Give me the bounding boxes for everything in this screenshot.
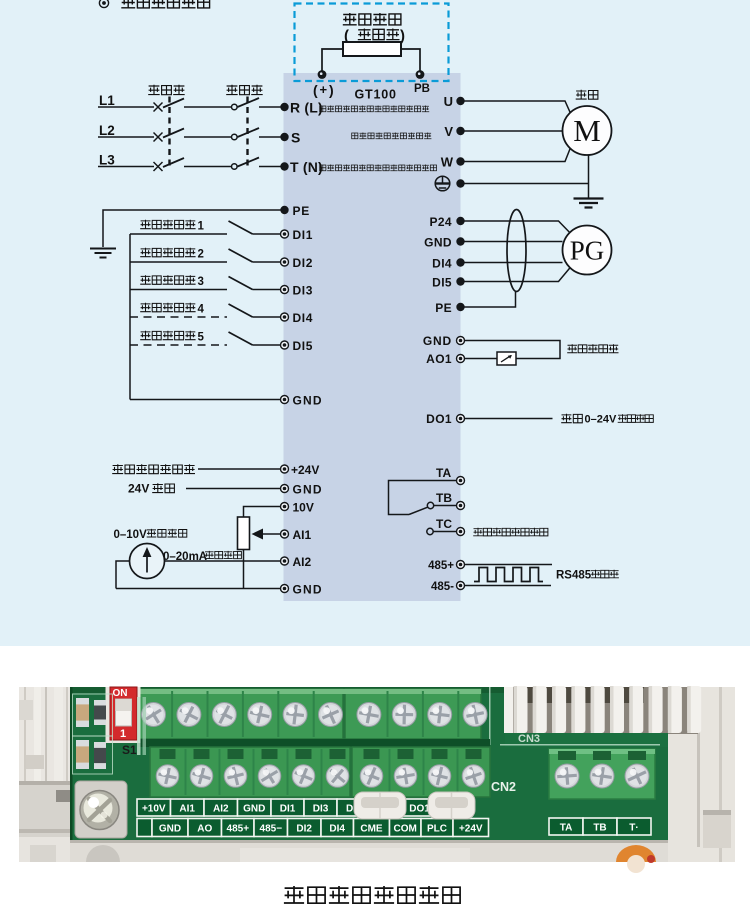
svg-text:TB: TB (436, 491, 452, 505)
svg-text:5: 5 (198, 332, 205, 344)
svg-text:DO1: DO1 (426, 412, 452, 426)
svg-text:485-: 485- (431, 581, 454, 593)
svg-text:DO1: DO1 (409, 803, 430, 814)
svg-text:M: M (573, 113, 601, 148)
svg-text:TA: TA (560, 822, 573, 833)
svg-text:CN3: CN3 (518, 733, 540, 745)
svg-text:DI3: DI3 (313, 803, 329, 814)
svg-text:2: 2 (198, 249, 204, 261)
svg-text:GND: GND (293, 393, 323, 407)
svg-text:0–20mA: 0–20mA (163, 551, 207, 563)
svg-text:485−: 485− (260, 823, 283, 834)
svg-text:485+: 485+ (227, 823, 250, 834)
svg-text:AI2: AI2 (293, 555, 312, 569)
svg-text:GND: GND (423, 334, 452, 348)
svg-text:DI2: DI2 (296, 823, 312, 834)
svg-text:L3: L3 (99, 153, 115, 168)
svg-text:GND: GND (293, 482, 323, 496)
svg-text:4: 4 (198, 304, 205, 316)
svg-text:S1: S1 (122, 743, 137, 757)
svg-text:V: V (444, 124, 453, 139)
svg-text:PE: PE (293, 204, 311, 218)
svg-text:W: W (441, 155, 454, 170)
svg-text:1: 1 (198, 221, 205, 233)
svg-text:PB: PB (414, 83, 430, 95)
svg-text:TC: TC (436, 517, 452, 531)
svg-text:DI4: DI4 (329, 823, 345, 834)
svg-text:TB: TB (593, 822, 606, 833)
svg-text:TA: TA (436, 466, 451, 480)
svg-text:COM: COM (394, 823, 417, 834)
svg-text:CME: CME (360, 823, 383, 834)
svg-text:3: 3 (198, 276, 204, 288)
svg-text:CN2: CN2 (491, 780, 516, 794)
svg-text:DI4: DI4 (293, 311, 313, 325)
svg-text:+24V: +24V (459, 823, 483, 834)
svg-text:DI1: DI1 (293, 228, 313, 242)
svg-text:U: U (444, 94, 453, 109)
svg-text:DI3: DI3 (293, 283, 313, 297)
svg-text:T·: T· (629, 822, 638, 833)
svg-text:PLC: PLC (427, 823, 447, 834)
svg-text:AI2: AI2 (213, 803, 229, 814)
svg-text:+10V: +10V (142, 803, 166, 814)
svg-text:DI5: DI5 (432, 275, 452, 289)
svg-text:GND: GND (159, 823, 181, 834)
svg-text:0–24V: 0–24V (585, 414, 617, 426)
svg-text:PE: PE (435, 301, 452, 315)
svg-text:AI1: AI1 (293, 528, 312, 542)
svg-text:): ) (329, 82, 334, 98)
svg-text:AO: AO (197, 823, 212, 834)
svg-text:(: ( (344, 28, 349, 45)
svg-text:AI1: AI1 (179, 803, 195, 814)
svg-text:24V: 24V (128, 482, 149, 496)
svg-text:0–10V: 0–10V (114, 529, 148, 541)
svg-text:T (N): T (N) (290, 159, 323, 175)
svg-text:GT100: GT100 (355, 88, 397, 102)
svg-text:GND: GND (243, 803, 265, 814)
svg-text:DI4: DI4 (432, 256, 452, 270)
svg-text:R (L): R (L) (290, 100, 323, 116)
svg-text:L2: L2 (99, 123, 115, 138)
svg-text:ON: ON (113, 688, 128, 699)
svg-text:(: ( (313, 82, 318, 98)
svg-text:+24V: +24V (291, 463, 319, 477)
svg-text:GND: GND (293, 582, 323, 596)
svg-text:L1: L1 (99, 93, 115, 108)
svg-text:RS485: RS485 (556, 570, 592, 582)
svg-text:10V: 10V (293, 500, 314, 514)
svg-text:485+: 485+ (428, 560, 454, 572)
svg-text:DI1: DI1 (280, 803, 296, 814)
svg-text:DI2: DI2 (293, 256, 313, 270)
svg-text:1: 1 (120, 728, 126, 740)
svg-text:GND: GND (424, 235, 452, 249)
svg-text:DI5: DI5 (293, 339, 313, 353)
svg-text:AO1: AO1 (426, 352, 452, 366)
svg-text:PG: PG (570, 236, 605, 266)
svg-text:P24: P24 (429, 215, 452, 229)
svg-text:S: S (291, 130, 300, 146)
svg-text:+: + (320, 82, 328, 97)
svg-text:): ) (400, 28, 405, 45)
